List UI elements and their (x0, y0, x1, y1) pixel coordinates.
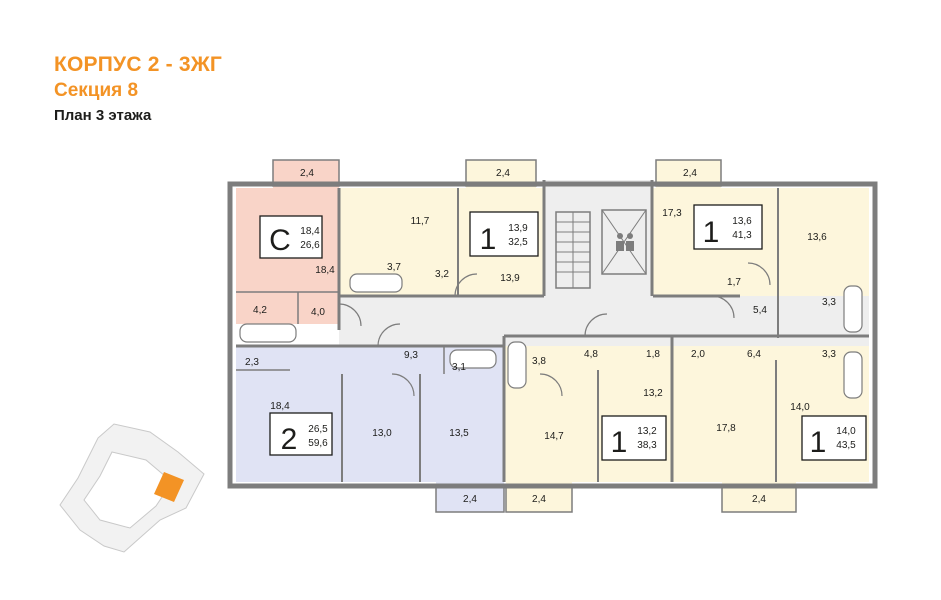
room-area: 4,8 (584, 349, 598, 360)
bathtubs (239, 273, 863, 399)
apt-1b-label-box (693, 204, 763, 250)
apt-1b-living-area: 13,6 (732, 216, 752, 227)
room-area: 3,3 (822, 349, 836, 360)
room-area: 13,0 (372, 428, 392, 439)
apt-1d-living-area: 14,0 (836, 426, 856, 437)
apt-2-type-label: 2 (281, 423, 298, 456)
apt-1a-living-area: 13,9 (508, 223, 528, 234)
apt-2-total-area: 59,6 (308, 438, 328, 449)
apt-1c-total-area: 38,3 (637, 440, 657, 451)
room-area: 13,5 (449, 428, 469, 439)
balcony-area: 2,4 (463, 494, 477, 505)
room-area: 3,8 (532, 356, 546, 367)
apt-2-living-area: 26,5 (308, 424, 328, 435)
room-area: 2,3 (245, 357, 259, 368)
apt-1b-type-label: 1 (703, 216, 720, 249)
room-area: 6,4 (747, 349, 761, 360)
room-area: 17,3 (662, 208, 682, 219)
stair-lift-core (544, 180, 652, 296)
studio-label-box (259, 215, 323, 259)
room-area: 3,2 (435, 269, 449, 280)
room-area: 17,8 (716, 423, 736, 434)
title-block: КОРПУС 2 - 3ЖГ Секция 8 План 3 этажа (54, 52, 222, 127)
walls (227, 159, 878, 513)
room-area: 4,0 (311, 307, 325, 318)
section-marker (154, 472, 184, 502)
apt-1c-type-label: 1 (611, 426, 628, 459)
room-area: 11,7 (411, 216, 430, 227)
room-area: 2,0 (691, 349, 705, 360)
balcony-area: 2,4 (752, 494, 766, 505)
corridor (339, 296, 869, 346)
room-area: 3,3 (822, 297, 836, 308)
room-area-labels: 18,4 4,2 4,0 11,7 3,7 3,2 13,9 17,3 1,7 … (245, 208, 836, 442)
apt-1c-living-area: 13,2 (637, 426, 657, 437)
balcony-area: 2,4 (496, 168, 510, 179)
studio-total-area: 26,6 (300, 240, 320, 251)
section-title: Секция 8 (54, 80, 139, 101)
balcony-area: 2,4 (532, 494, 546, 505)
apt-1d-total-area: 43,5 (836, 440, 856, 451)
room-area: 13,6 (807, 232, 827, 243)
apt-2-label-box (269, 412, 333, 456)
apt-1b-total-area: 41,3 (732, 230, 752, 241)
room-area: 13,9 (500, 273, 520, 284)
balcony-area: 2,4 (300, 168, 314, 179)
apt-1a-type-label: 1 (480, 223, 497, 256)
room-area: 13,2 (643, 388, 663, 399)
studio-type-label: С (269, 224, 291, 257)
room-area: 14,0 (790, 402, 810, 413)
balcony-area: 2,4 (683, 168, 697, 179)
room-area: 3,1 (452, 362, 466, 373)
apt-1a-label-box (469, 211, 539, 257)
door-swings (338, 262, 771, 397)
room-area: 1,8 (646, 349, 660, 360)
apt-1d-type-label: 1 (810, 426, 827, 459)
building-title: КОРПУС 2 - 3ЖГ (54, 53, 223, 76)
room-area: 4,2 (253, 305, 267, 316)
apt-1c-label-box (601, 415, 667, 461)
balcony-labels: 2,4 2,4 2,4 2,4 2,4 2,4 (300, 168, 766, 505)
room-area: 3,7 (387, 262, 401, 273)
studio-living-area: 18,4 (300, 226, 320, 237)
room-area: 5,4 (753, 305, 767, 316)
stairs (556, 212, 590, 288)
lift-icon (616, 233, 634, 251)
apartment-labels (259, 204, 867, 461)
room-area: 9,3 (404, 350, 418, 361)
floor-title: План 3 этажа (54, 107, 152, 124)
room-area: 18,4 (315, 265, 335, 276)
site-key-map (59, 423, 205, 553)
apt-1a-total-area: 32,5 (508, 237, 528, 248)
room-area: 1,7 (727, 277, 741, 288)
room-area: 18,4 (270, 401, 290, 412)
apt-1d-label-box (801, 415, 867, 461)
room-area: 14,7 (544, 431, 564, 442)
